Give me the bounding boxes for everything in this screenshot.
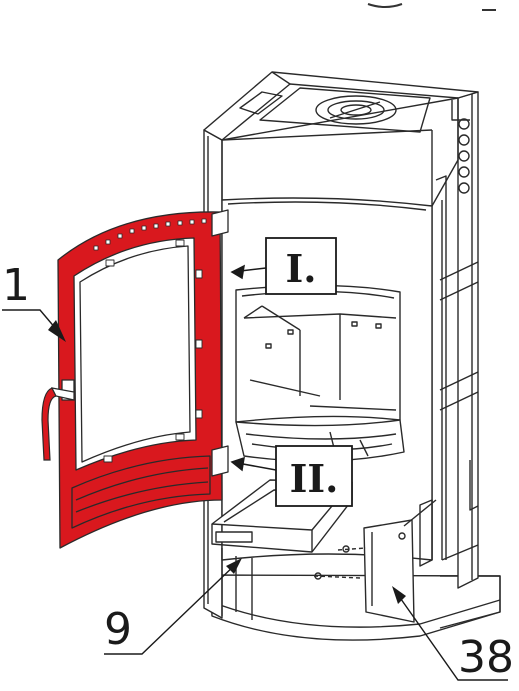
hinge-label-lower-text: II. [290, 456, 339, 501]
callout-bottom-cover-label: 38 [458, 632, 514, 683]
hinge-label-lower: II. [275, 445, 353, 507]
scan-artifact [367, 3, 496, 11]
door-handle [41, 387, 75, 461]
hinge-label-upper-text: I. [285, 246, 316, 291]
stove-body [203, 71, 501, 641]
hinge-label-upper: I. [265, 237, 337, 295]
callout-bottom-cover: 38 [392, 586, 514, 683]
callout-door-label: 1 [2, 260, 30, 311]
hinge-arrows [230, 264, 277, 472]
callout-ash-drawer-label: 9 [104, 604, 132, 655]
callout-ash-drawer: 9 [104, 558, 242, 655]
callout-door: 1 [2, 260, 66, 342]
door [57, 209, 229, 549]
